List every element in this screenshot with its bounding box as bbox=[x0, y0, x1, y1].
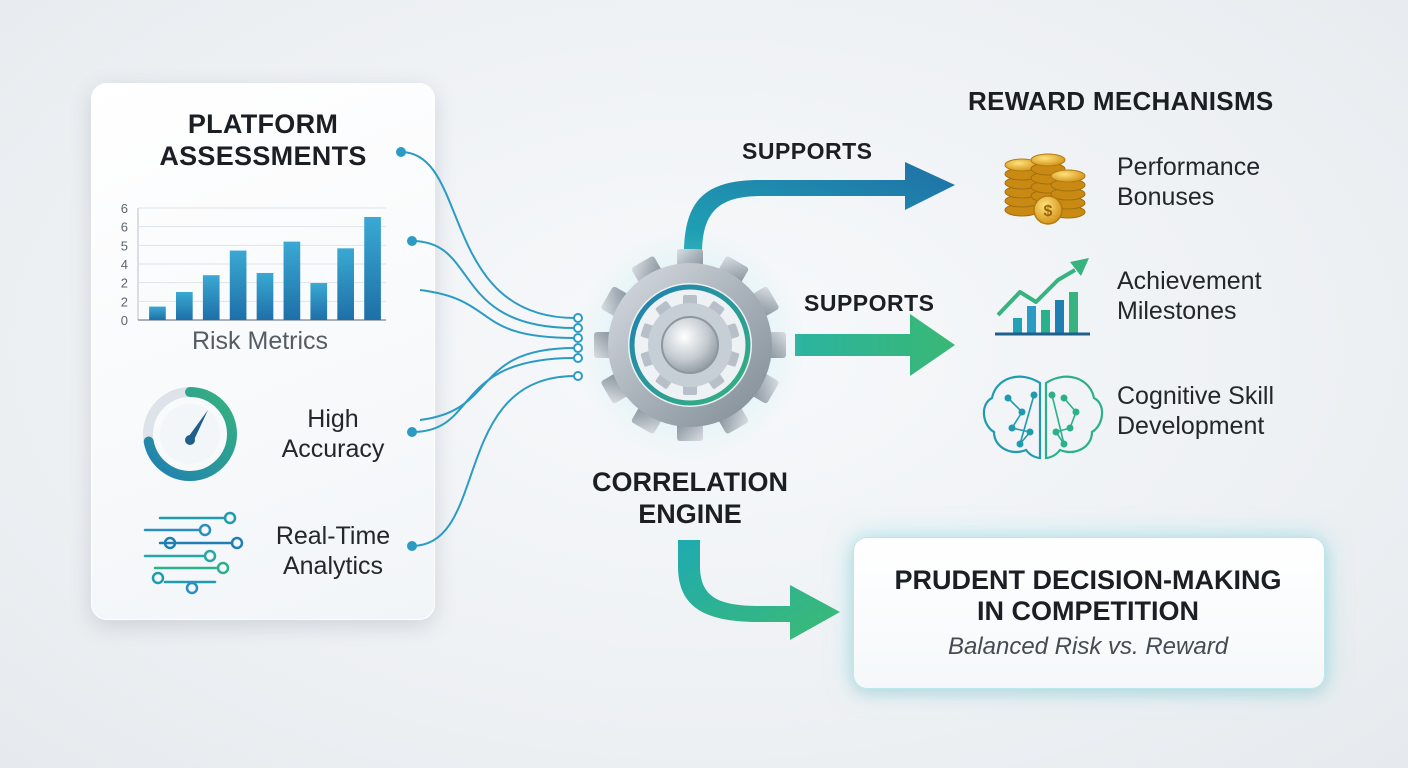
input-connectors bbox=[396, 147, 583, 551]
chart-bar bbox=[256, 272, 274, 320]
assessments-title: PLATFORM ASSESSMENTS bbox=[159, 109, 367, 171]
chart-tick-label: 2 bbox=[121, 294, 128, 309]
chart-tick-label: 6 bbox=[121, 201, 128, 216]
reward-item-cognitive: Cognitive Skill Development bbox=[1117, 382, 1275, 440]
arrow-to-performance bbox=[684, 162, 955, 255]
risk-metrics-chart: 0 2 2 4 5 6 6 bbox=[121, 201, 386, 328]
chart-bar bbox=[175, 292, 193, 320]
growth-chart-icon bbox=[995, 258, 1090, 336]
chart-bars bbox=[149, 216, 381, 320]
chart-tick-label: 6 bbox=[121, 220, 128, 235]
chart-bar bbox=[337, 248, 355, 320]
brain-icon bbox=[982, 375, 1104, 460]
chart-bar bbox=[229, 250, 247, 320]
reward-mechanisms-title: REWARD MECHANISMS bbox=[968, 86, 1274, 116]
chart-bar bbox=[202, 275, 220, 320]
accuracy-gauge-icon bbox=[143, 387, 237, 481]
arrow-to-achievement bbox=[795, 314, 955, 376]
chart-bar bbox=[310, 283, 328, 320]
coins-icon: $ bbox=[1004, 153, 1086, 225]
reward-item-performance: Performance Bonuses bbox=[1117, 153, 1261, 211]
outcome-box bbox=[853, 537, 1325, 689]
outcome-subtitle: Balanced Risk vs. Reward bbox=[947, 633, 1229, 660]
chart-bar bbox=[149, 306, 166, 320]
supports-label-middle: SUPPORTS bbox=[804, 290, 935, 316]
accuracy-label: High Accuracy bbox=[281, 405, 385, 463]
supports-label-top: SUPPORTS bbox=[742, 138, 873, 164]
engine-label: CORRELATION ENGINE bbox=[592, 467, 788, 529]
arrow-to-decision bbox=[678, 540, 840, 640]
chart-tick-label: 2 bbox=[121, 276, 128, 291]
chart-tick-label: 5 bbox=[121, 238, 128, 253]
chart-tick-label: 0 bbox=[121, 313, 128, 328]
risk-metrics-label: Risk Metrics bbox=[191, 327, 329, 355]
analytics-circuit-icon bbox=[143, 511, 244, 595]
chart-tick-label: 4 bbox=[121, 257, 128, 272]
analytics-label: Real-Time Analytics bbox=[275, 522, 391, 580]
chart-tick-labels: 0 2 2 4 5 6 6 bbox=[121, 201, 128, 328]
reward-item-achievement: Achievement Milestones bbox=[1117, 267, 1262, 325]
chart-bar bbox=[364, 216, 381, 320]
engine-gear-icon bbox=[575, 230, 805, 460]
chart-bar bbox=[283, 241, 301, 320]
outcome-title: PRUDENT DECISION-MAKING IN COMPETITION bbox=[894, 565, 1282, 626]
svg-text:$: $ bbox=[1044, 203, 1053, 220]
